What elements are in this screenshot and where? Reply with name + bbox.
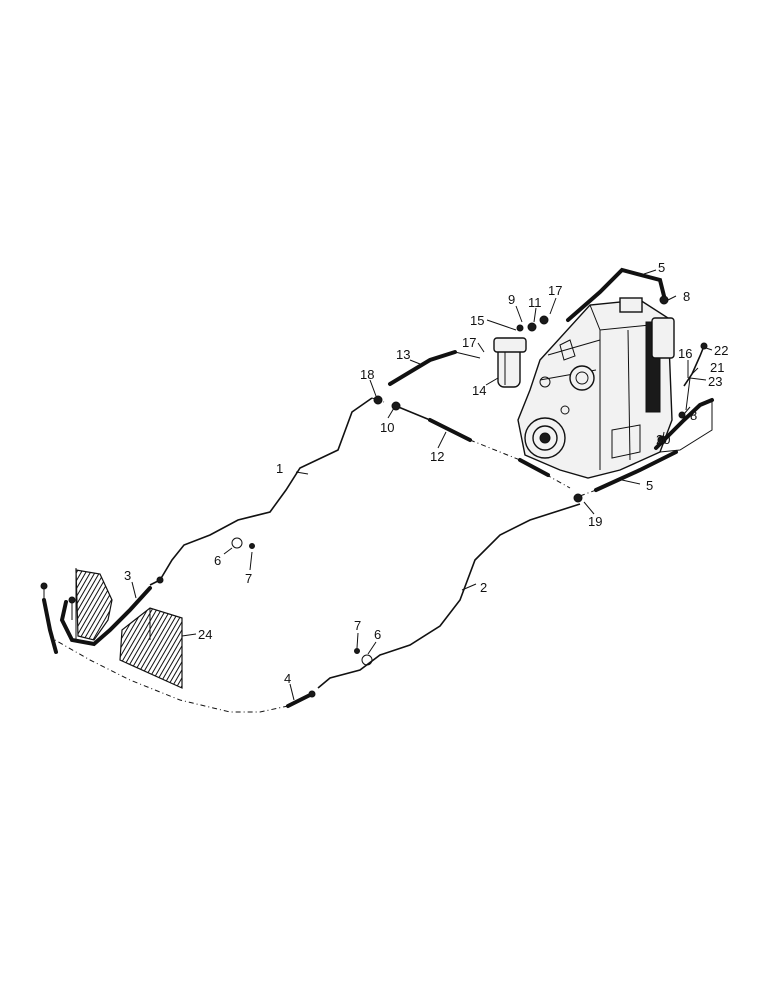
callout-22: 22 [714, 343, 728, 358]
callout-4: 4 [284, 671, 291, 686]
callout-1: 1 [276, 461, 283, 476]
callout-7-lower: 7 [354, 618, 361, 633]
callout-23: 23 [708, 374, 722, 389]
callout-3: 3 [124, 568, 131, 583]
callout-21: 21 [710, 360, 724, 375]
callout-6-lower: 6 [374, 627, 381, 642]
callout-7-left: 7 [245, 571, 252, 586]
callout-18: 18 [360, 367, 374, 382]
callout-19: 19 [588, 514, 602, 529]
callout-5-bottom: 5 [646, 478, 653, 493]
callout-14: 14 [472, 383, 486, 398]
callouts: 1 2 3 4 5 5 6 6 7 7 8 8 9 10 11 12 13 14… [124, 260, 728, 686]
oil-filter [493, 337, 527, 388]
transmission-housing [517, 297, 675, 479]
callout-6-left: 6 [214, 553, 221, 568]
callout-24: 24 [198, 627, 212, 642]
callout-2: 2 [480, 580, 487, 595]
callout-17-left: 17 [462, 335, 476, 350]
callout-10: 10 [380, 420, 394, 435]
callout-5-top: 5 [658, 260, 665, 275]
lines [40, 267, 714, 713]
leader-lines [131, 269, 713, 701]
callout-12: 12 [430, 449, 444, 464]
callout-11: 11 [528, 295, 542, 310]
callout-17-right: 17 [548, 283, 562, 298]
callout-20: 20 [656, 432, 670, 447]
callout-16: 16 [678, 346, 692, 361]
callout-8-right: 8 [690, 408, 697, 423]
callout-9: 9 [508, 292, 515, 307]
cooler-assembly [75, 568, 183, 689]
callout-13: 13 [396, 347, 410, 362]
callout-8-top: 8 [683, 289, 690, 304]
callout-15: 15 [470, 313, 484, 328]
